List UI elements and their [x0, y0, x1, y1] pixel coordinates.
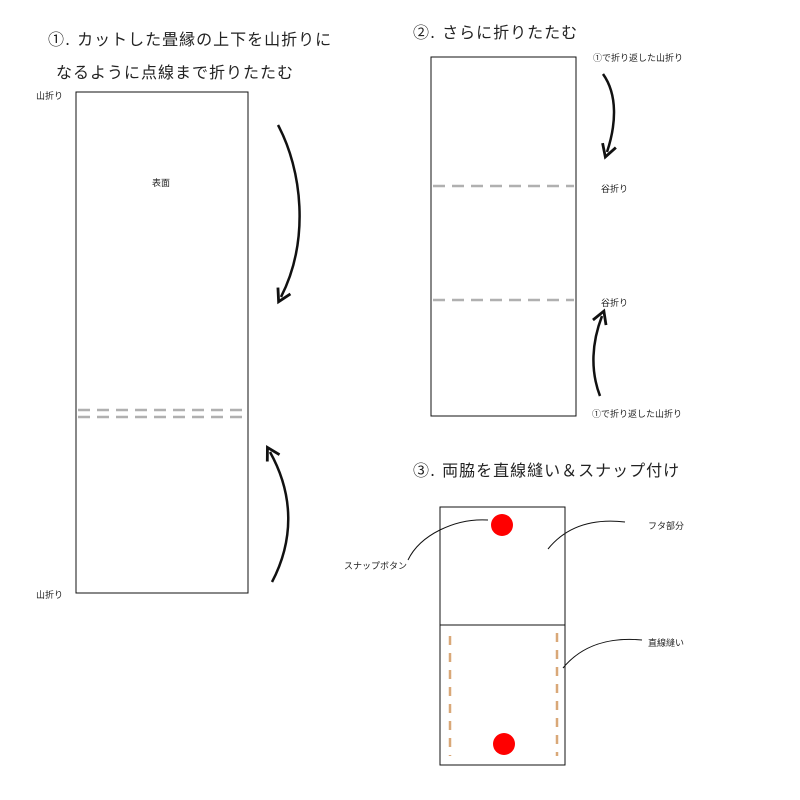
step2-label-valley-2: 谷折り	[601, 299, 629, 309]
step2-label-fold-bottom: ①で折り返した山折り	[592, 410, 683, 420]
step1-arrow-up-icon	[265, 444, 290, 583]
step2-arrow-up-icon	[592, 308, 608, 397]
snap-button-top	[491, 514, 513, 536]
step1-label-surface: 表面	[152, 179, 171, 189]
step2-title: ②. さらに折りたたむ	[413, 23, 579, 42]
step3-label-flap: フタ部分	[648, 522, 685, 532]
stitch-leader-line	[562, 638, 643, 669]
step3-title: ③. 両脇を直線縫い＆スナップ付け	[413, 461, 681, 480]
step2-label-valley-1: 谷折り	[601, 185, 629, 195]
flap-leader-line	[547, 520, 626, 550]
step1-title-line2: なるように点線まで折りたたむ	[56, 63, 295, 82]
snap-button-bottom	[493, 733, 515, 755]
step1-strip	[75, 91, 249, 594]
step3-label-snap: スナップボタン	[344, 562, 408, 572]
step3-label-stitch: 直線縫い	[648, 639, 685, 649]
snap-leader-line	[407, 519, 489, 561]
step1-label-bottom-fold: 山折り	[36, 591, 64, 601]
step1-title-line1: ①. カットした畳縁の上下を山折りに	[48, 30, 333, 49]
step3-pocket	[439, 624, 566, 766]
step2-strip	[430, 56, 577, 417]
step1-arrow-down-icon	[276, 124, 301, 305]
step2-arrow-down-icon	[601, 73, 617, 160]
step1-label-top-fold: 山折り	[36, 92, 64, 102]
step2-label-fold-top: ①で折り返した山折り	[593, 54, 684, 64]
